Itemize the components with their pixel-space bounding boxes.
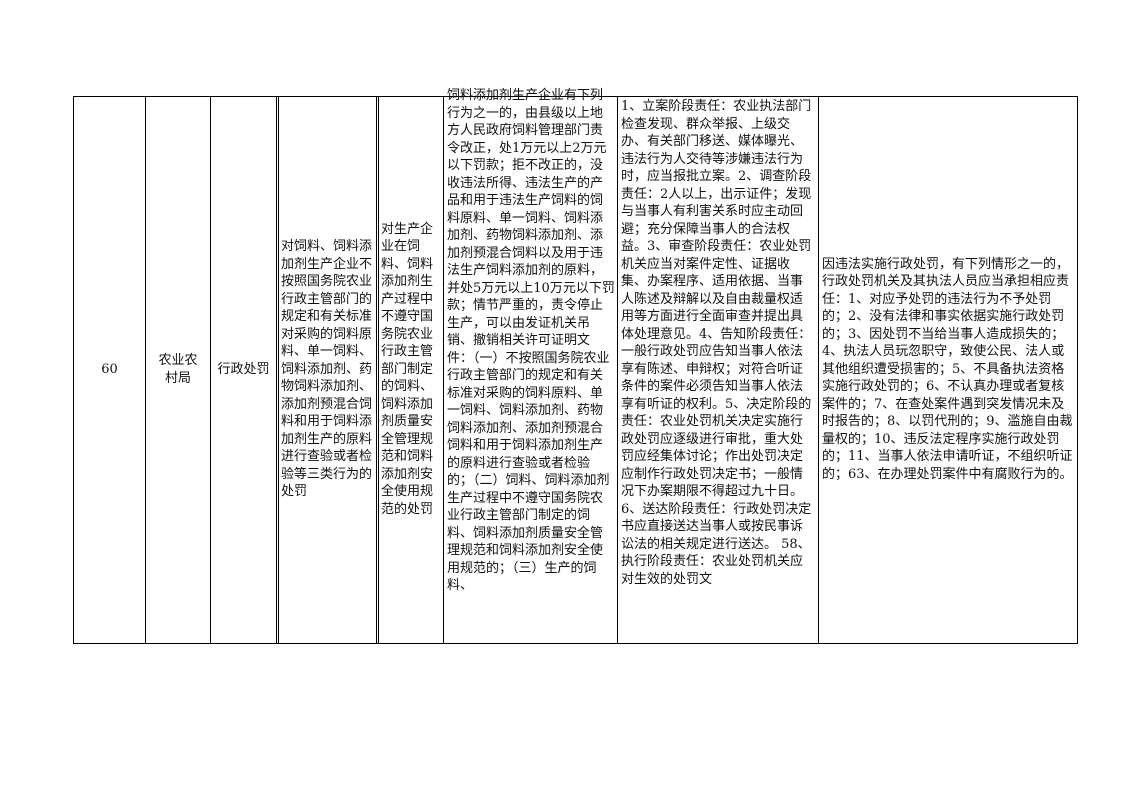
accountability: 因违法实施行政处罚，有下列情形之一的，行政处罚机关及其执法人员应当承担相应责任：… [822, 256, 1073, 482]
col-border [210, 96, 211, 644]
responsibility-table: 60 农业农村局 行政处罚 对饲料、饲料添加剂生产企业不按照国务院农业行政主管部… [73, 88, 1078, 644]
col-border [73, 96, 74, 644]
col-border [145, 96, 146, 644]
col-border [278, 96, 279, 644]
category: 行政处罚 [217, 361, 270, 377]
department: 农业农村局 [158, 353, 198, 386]
col-border [617, 96, 618, 644]
col-border [443, 96, 444, 644]
col-border [818, 96, 819, 644]
table-bottom-border [73, 643, 1078, 644]
col-border [376, 96, 377, 644]
sub-item: 对生产企业在饲料、饲料添加剂生产过程中不遵守国务院农业行政主管部门制定的饲料、饲… [381, 221, 434, 517]
col-border [1077, 96, 1078, 644]
row-number: 60 [101, 361, 118, 377]
col-border [276, 96, 277, 644]
responsibility-steps: 1、立案阶段责任：农业执法部门检查发现、群众举报、上级交办、有关部门移送、媒体曝… [621, 99, 812, 587]
table-top-border [73, 96, 1078, 97]
col-border [378, 96, 379, 644]
legal-basis: 饲料添加剂生产企业有下列行为之一的，由县级以上地方人民政府饲料管理部门责令改正，… [447, 88, 615, 593]
item-name: 对饲料、饲料添加剂生产企业不按照国务院农业行政主管部门的规定和有关标准对采购的饲… [281, 239, 373, 500]
